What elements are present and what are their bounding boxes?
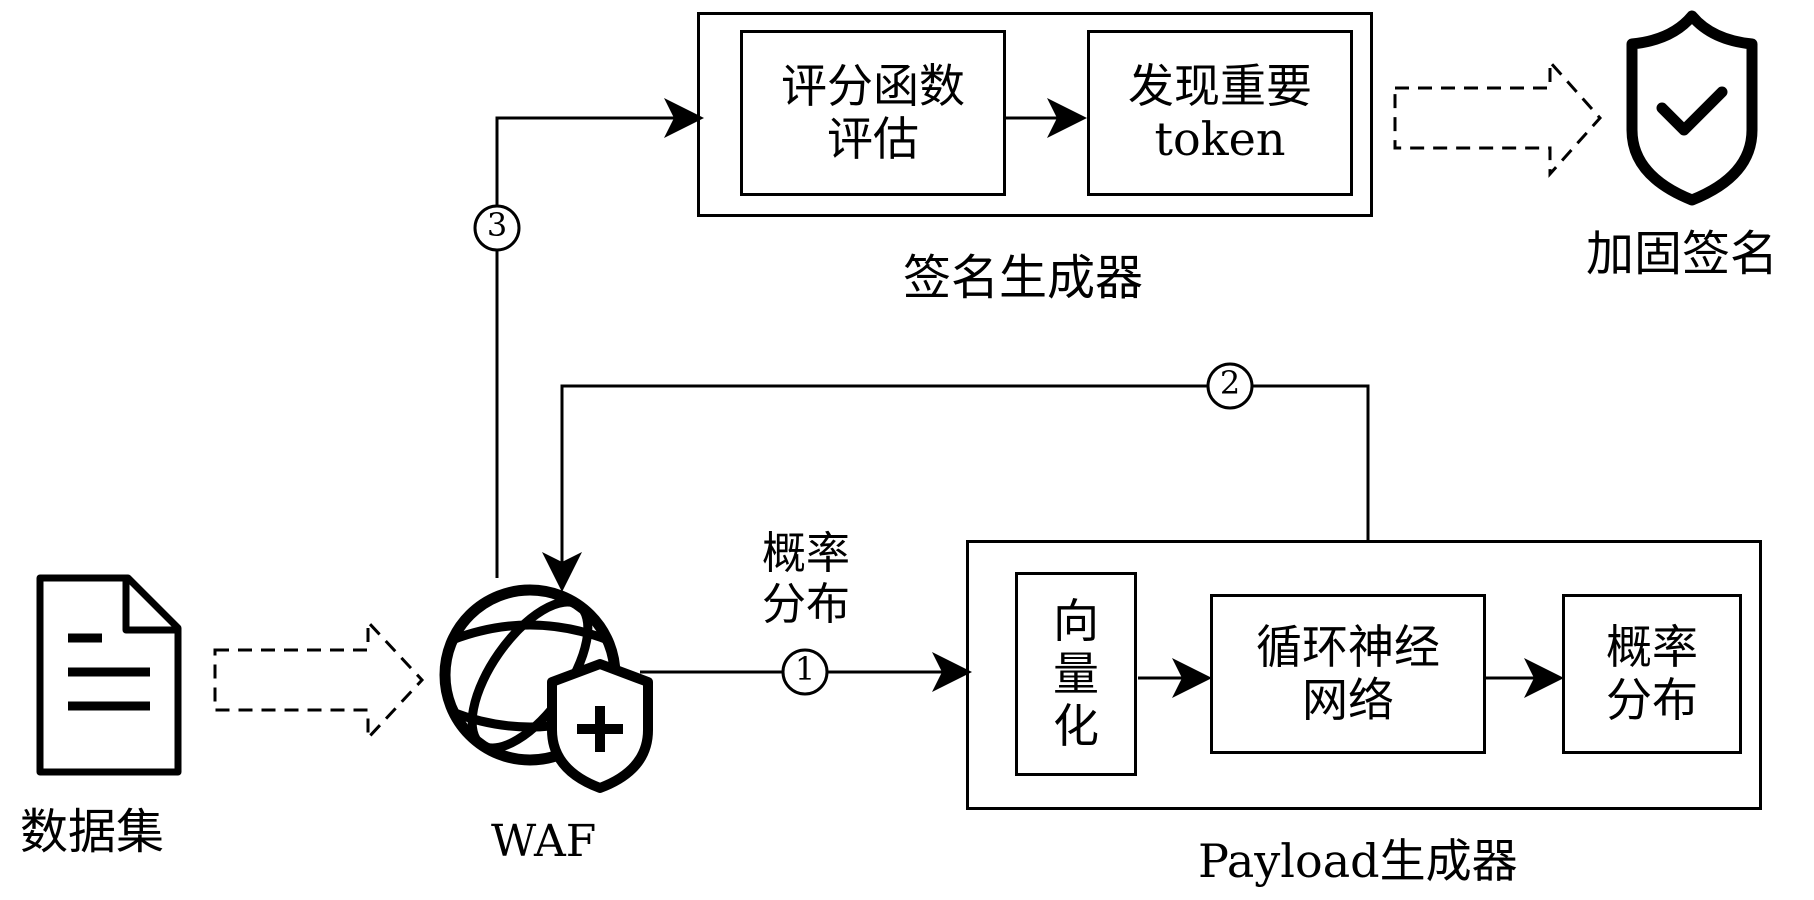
- step3-number: 3: [486, 206, 508, 244]
- step1-number: 1: [794, 650, 816, 688]
- token-discovery-label: 发现重要 token: [1128, 59, 1312, 166]
- prob-dist-box: [1562, 594, 1742, 754]
- step1-marker: [781, 648, 829, 696]
- hardened-signature-caption: 加固签名: [1586, 226, 1779, 282]
- step1-label: ①: [786, 653, 824, 691]
- step2-label: ②: [1211, 367, 1249, 405]
- signature-generator-caption: 签名生成器: [903, 250, 1144, 306]
- rnn-box: [1210, 594, 1486, 754]
- step2-marker: [1206, 362, 1254, 410]
- connector-step2: [542, 384, 1370, 592]
- payload-generator-container: [966, 540, 1762, 810]
- token-discovery-box: [1087, 30, 1353, 196]
- vectorize-label: 向 量 化: [1053, 593, 1099, 754]
- score-function-box: [740, 30, 1006, 196]
- edge-prob-dist-label: 概率 分布: [762, 528, 850, 630]
- document-icon: [36, 574, 182, 776]
- prob-dist-label: 概率 分布: [1606, 620, 1698, 727]
- step3-marker: [473, 204, 521, 252]
- dataset-caption: 数据集: [20, 804, 165, 860]
- signature-generator-container: [697, 12, 1373, 217]
- payload-generator-caption: Payload生成器: [1198, 834, 1518, 888]
- score-function-label: 评分函数 评估: [781, 59, 965, 166]
- waf-caption: WAF: [491, 816, 597, 867]
- rnn-label: 循环神经 网络: [1256, 620, 1440, 727]
- step2-number: 2: [1219, 364, 1241, 402]
- dashed-arrow-to-waf: [213, 618, 425, 742]
- vectorize-box: [1015, 572, 1137, 776]
- dashed-arrow-to-signature: [1393, 58, 1603, 178]
- connector-step3: [495, 98, 704, 578]
- shield-check-icon: [1626, 10, 1758, 206]
- globe-shield-icon: [439, 584, 653, 793]
